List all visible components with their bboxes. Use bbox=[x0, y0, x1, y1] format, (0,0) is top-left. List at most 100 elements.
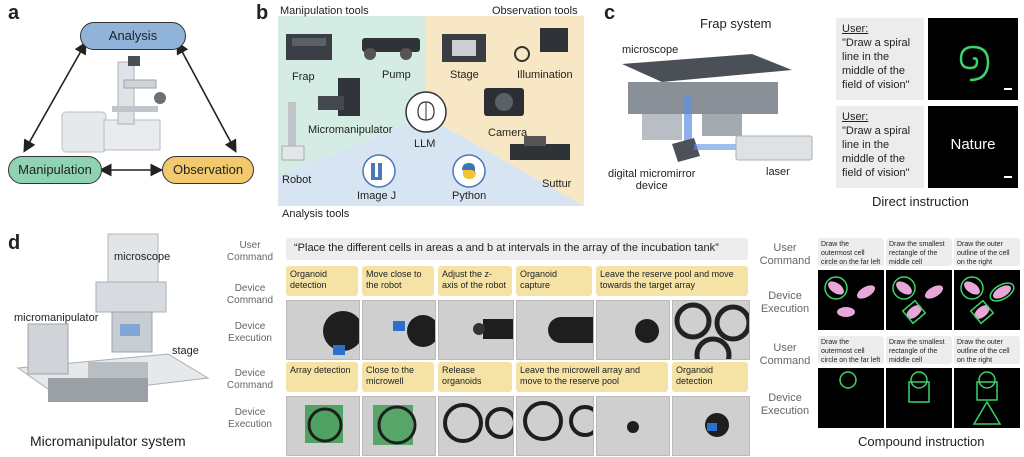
panel-d-label: d bbox=[8, 232, 21, 254]
llm-brain-icon bbox=[405, 91, 447, 133]
robot-label: Robot bbox=[282, 174, 312, 186]
device-command-2-5: Organoid detection bbox=[672, 362, 748, 392]
user-label-2: User: bbox=[842, 111, 869, 123]
execution-tile-2-6 bbox=[672, 396, 750, 456]
manipulation-tools-label: Manipulation tools bbox=[280, 5, 369, 17]
observation-node: Observation bbox=[162, 156, 254, 184]
illumination-device bbox=[514, 28, 568, 62]
direct-instruction-caption: Direct instruction bbox=[872, 194, 969, 209]
execution-tile-2-4 bbox=[516, 396, 594, 456]
laser-label: laser bbox=[766, 166, 790, 178]
suttur-device bbox=[510, 136, 570, 160]
frap-label: Frap bbox=[292, 71, 315, 83]
device-command-1-2: Move close to the robot bbox=[362, 266, 434, 296]
micromanipulator-system-illustration bbox=[16, 233, 210, 402]
arrow-analysis-manipulation bbox=[23, 41, 87, 153]
execution-tile-2-2 bbox=[362, 396, 436, 456]
execution-tile-1-3 bbox=[438, 300, 514, 360]
stage-label-d: stage bbox=[172, 345, 199, 357]
device-command-2-1: Array detection bbox=[286, 362, 358, 392]
python-label: Python bbox=[452, 190, 487, 202]
compound-exec-1-2 bbox=[886, 270, 952, 330]
instruction-quote-2: "Draw a spiral line in the middle of the… bbox=[842, 125, 911, 179]
compound-device-execution-label-2: Device Execution bbox=[760, 392, 810, 417]
device-command-1-5: Leave the reserve pool and move towards … bbox=[596, 266, 748, 296]
camera-device bbox=[484, 88, 524, 116]
compound-exec-1-3 bbox=[954, 270, 1020, 330]
compound-cmd-1-3: Draw the outer outline of the cell on th… bbox=[954, 238, 1020, 266]
row-label-device-execution-2: Device Execution bbox=[228, 407, 272, 430]
suttur-label: Suttur bbox=[542, 178, 572, 190]
device-command-2-4: Leave the microwell array and move to th… bbox=[516, 362, 668, 392]
panel-a-label: a bbox=[8, 2, 20, 24]
panel-b-devices bbox=[281, 28, 570, 161]
compound-instruction-caption: Compound instruction bbox=[858, 434, 985, 449]
observation-tools-label: Observation tools bbox=[492, 5, 578, 17]
compound-exec-2-1 bbox=[818, 368, 884, 428]
row-label-device-command-2: Device Command bbox=[226, 368, 274, 391]
compound-cmd-1-2: Draw the smallest rectangle of the middl… bbox=[886, 238, 952, 266]
microscope-label-c: microscope bbox=[622, 44, 679, 56]
dmd-label: digital micromirror device bbox=[608, 168, 696, 192]
compound-user-command-label-1: User Command bbox=[759, 242, 811, 267]
compound-cmd-2-2: Draw the smallest rectangle of the middl… bbox=[886, 336, 952, 364]
compound-cmd-1-1: Draw the outermost cell circle on the fa… bbox=[818, 238, 884, 266]
stage-device bbox=[442, 34, 486, 62]
row-label-device-command-1: Device Command bbox=[226, 283, 274, 306]
analysis-node: Analysis bbox=[80, 22, 186, 50]
compound-exec-1-1 bbox=[818, 270, 884, 330]
microscope-label-d: microscope bbox=[114, 251, 171, 263]
row-label-user-command: User Command bbox=[226, 240, 274, 263]
microscope-illustration bbox=[61, 56, 166, 153]
camera-label: Camera bbox=[488, 127, 528, 139]
user-instruction-bubble-1: User: "Draw a spiral line in the middle … bbox=[836, 18, 924, 100]
nature-result-image: Nature bbox=[928, 106, 1018, 188]
spiral-result-image bbox=[928, 18, 1018, 100]
manipulation-node: Manipulation bbox=[8, 156, 102, 184]
row-label-device-execution-1: Device Execution bbox=[228, 321, 272, 344]
stage-label: Stage bbox=[450, 69, 479, 81]
compound-cmd-2-3: Draw the outer outline of the cell on th… bbox=[954, 336, 1020, 364]
device-command-1-4: Organoid capture bbox=[516, 266, 592, 296]
compound-user-command-label-2: User Command bbox=[759, 342, 811, 367]
execution-tile-1-5 bbox=[596, 300, 670, 360]
micromanipulator-label: Micromanipulator bbox=[308, 124, 393, 136]
compound-cmd-2-1: Draw the outermost cell circle on the fa… bbox=[818, 336, 884, 364]
panel-b-label: b bbox=[256, 2, 269, 24]
imagej-label: Image J bbox=[357, 190, 397, 202]
analysis-tools-label: Analysis tools bbox=[282, 208, 350, 220]
user-label-1: User: bbox=[842, 23, 869, 35]
execution-tile-1-4 bbox=[516, 300, 594, 360]
device-command-1-1: Organoid detection bbox=[286, 266, 358, 296]
micromanipulator-system-caption: Micromanipulator system bbox=[30, 433, 186, 449]
micromanipulator-device bbox=[318, 78, 360, 116]
execution-tile-1-1 bbox=[286, 300, 360, 360]
compound-exec-2-2 bbox=[886, 368, 952, 428]
pump-device bbox=[362, 38, 420, 60]
execution-tile-1-6 bbox=[672, 300, 750, 360]
nature-text: Nature bbox=[950, 136, 996, 153]
illumination-label: Illumination bbox=[517, 69, 573, 81]
frap-system-title: Frap system bbox=[700, 16, 772, 31]
llm-label: LLM bbox=[414, 138, 436, 150]
frap-system-illustration bbox=[622, 54, 813, 162]
device-command-2-2: Close to the microwell bbox=[362, 362, 434, 392]
micromanipulator-label-d: micromanipulator bbox=[14, 312, 99, 324]
panel-a-diagram bbox=[23, 41, 237, 177]
pump-label: Pump bbox=[382, 69, 411, 81]
user-command-text: “Place the different cells in areas a an… bbox=[286, 238, 748, 260]
execution-tile-1-2 bbox=[362, 300, 436, 360]
execution-tile-2-5 bbox=[596, 396, 670, 456]
instruction-quote-1: "Draw a spiral line in the middle of the… bbox=[842, 37, 911, 91]
device-command-1-3: Adjust the z-axis of the robot bbox=[438, 266, 512, 296]
arrow-analysis-observation bbox=[176, 41, 237, 153]
compound-exec-2-3 bbox=[954, 368, 1020, 428]
robot-device bbox=[281, 102, 305, 161]
frap-device bbox=[286, 34, 332, 60]
imagej-icon bbox=[362, 154, 396, 188]
execution-tile-2-1 bbox=[286, 396, 360, 456]
device-command-2-3: Release organoids bbox=[438, 362, 512, 392]
panel-c-label: c bbox=[604, 2, 616, 24]
compound-device-execution-label-1: Device Execution bbox=[760, 290, 810, 315]
user-instruction-bubble-2: User: "Draw a spiral line in the middle … bbox=[836, 106, 924, 188]
